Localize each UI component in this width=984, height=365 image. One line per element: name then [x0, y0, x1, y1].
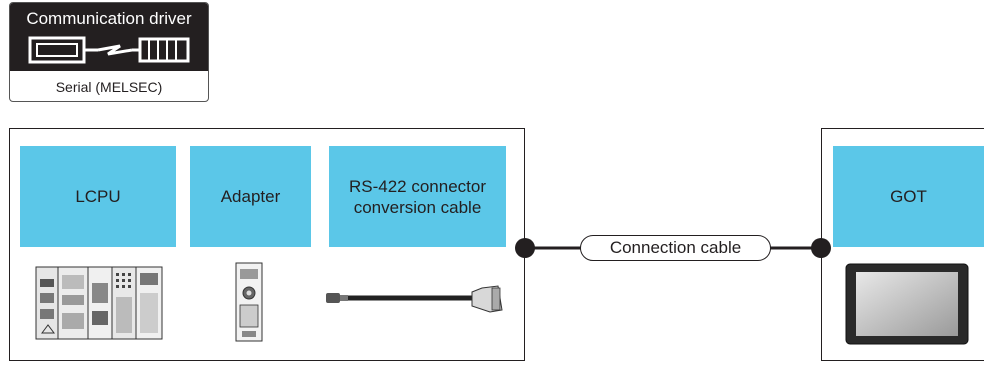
- lcpu-module-icon: [35, 266, 163, 340]
- adapter-tile: Adapter: [190, 146, 311, 247]
- got-panel-icon: [845, 263, 969, 345]
- communication-driver-badge: Communication driver Serial (MELSEC): [9, 2, 209, 102]
- adapter-icon: [235, 262, 263, 342]
- conversion-cable-icon: [326, 285, 503, 313]
- driver-badge-header: Communication driver: [10, 3, 208, 71]
- conversion-cable-tile: RS-422 connector conversion cable: [329, 146, 506, 247]
- serial-link-icon: [28, 36, 190, 64]
- lcpu-tile: LCPU: [20, 146, 176, 247]
- conversion-cable-label: RS-422 connector conversion cable: [348, 176, 487, 217]
- got-label: GOT: [890, 187, 927, 206]
- connection-cable-label: Connection cable: [580, 235, 771, 261]
- driver-title: Communication driver: [26, 9, 192, 28]
- adapter-label: Adapter: [220, 187, 281, 206]
- lcpu-label: LCPU: [75, 187, 121, 206]
- driver-subtitle: Serial (MELSEC): [55, 79, 163, 95]
- got-tile: GOT: [833, 146, 984, 247]
